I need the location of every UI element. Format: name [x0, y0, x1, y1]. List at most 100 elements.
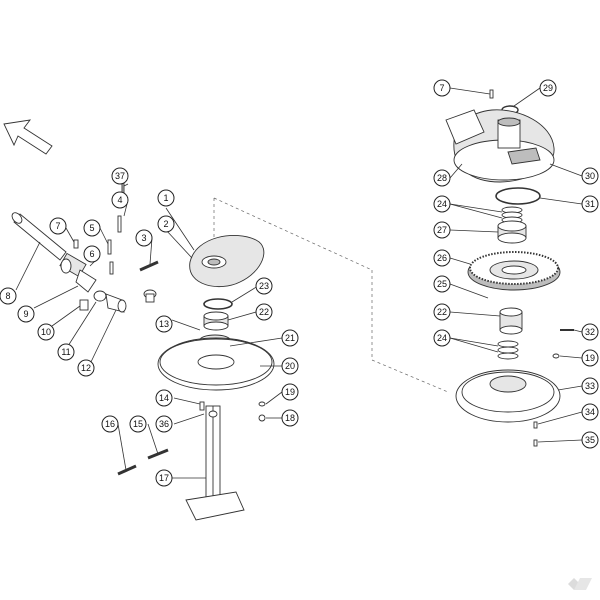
callout-circle — [581, 377, 599, 395]
bevel-gear-part — [467, 251, 561, 291]
callout-22: 22 — [255, 303, 273, 321]
callout-number: 36 — [159, 419, 169, 429]
callout-circle — [433, 169, 451, 187]
callout-circle — [0, 287, 17, 305]
disc-part — [157, 337, 275, 391]
bolt-part — [533, 439, 538, 447]
callout-number: 13 — [159, 319, 169, 329]
callout-30: 30 — [581, 167, 599, 185]
callout-number: 37 — [115, 171, 125, 181]
callout-number: 18 — [285, 413, 295, 423]
callout-number: 26 — [437, 253, 447, 263]
callout-number: 7 — [55, 221, 60, 231]
gearbox-housing-part — [445, 109, 555, 183]
k-logo-icon — [568, 578, 592, 590]
callout-circle — [155, 389, 173, 407]
callout-10: 10 — [37, 323, 55, 341]
callout-circle — [157, 189, 175, 207]
callout-circle — [77, 359, 95, 377]
callout-number: 12 — [81, 363, 91, 373]
callout-1: 1 — [157, 189, 175, 207]
callout-circle — [83, 245, 101, 263]
disc-part — [455, 369, 561, 423]
callout-number: 4 — [117, 195, 122, 205]
callout-number: 31 — [585, 199, 595, 209]
callout-number: 24 — [437, 333, 447, 343]
stand-part — [185, 405, 245, 521]
callout-5: 5 — [83, 219, 101, 237]
bolt-part — [73, 239, 79, 249]
callout-29: 29 — [539, 79, 557, 97]
callout-31: 31 — [581, 195, 599, 213]
callout-circle — [581, 167, 599, 185]
callout-number: 24 — [437, 199, 447, 209]
pin-part — [109, 261, 114, 275]
shim-part — [497, 340, 519, 360]
callout-4: 4 — [111, 191, 129, 209]
callout-28: 28 — [433, 169, 451, 187]
callout-circle — [433, 249, 451, 267]
callout-25: 25 — [433, 275, 451, 293]
callout-circle — [37, 323, 55, 341]
callout-number: 5 — [89, 223, 94, 233]
callout-number: 11 — [61, 347, 70, 357]
right-assembly — [445, 87, 583, 447]
washer-part — [552, 353, 560, 359]
bolt-part — [489, 89, 494, 99]
callout-13: 13 — [155, 315, 173, 333]
callout-18: 18 — [281, 409, 299, 427]
callout-circle — [111, 191, 129, 209]
washer-part — [258, 401, 266, 407]
left-assembly — [11, 181, 449, 521]
callout-number: 1 — [163, 193, 168, 203]
callout-number: 28 — [437, 173, 447, 183]
callout-36: 36 — [155, 415, 173, 433]
callout-number: 3 — [141, 233, 146, 243]
callout-number: 19 — [585, 353, 595, 363]
callout-labels: 1234567891011121314151617181920212223363… — [0, 79, 599, 487]
callout-number: 16 — [105, 419, 115, 429]
callout-7: 7 — [49, 217, 67, 235]
callout-number: 34 — [585, 407, 595, 417]
bolt-part — [533, 421, 538, 429]
callout-22: 22 — [433, 303, 451, 321]
pin-part — [139, 260, 159, 272]
callout-21: 21 — [281, 329, 299, 347]
callout-number: 22 — [437, 307, 447, 317]
callout-circle — [135, 229, 153, 247]
callout-19: 19 — [581, 349, 599, 367]
fitting-part — [93, 290, 127, 313]
callout-circle — [101, 415, 119, 433]
bearing-part — [499, 307, 523, 335]
callout-6: 6 — [83, 245, 101, 263]
callout-circle — [433, 275, 451, 293]
callout-circle — [581, 349, 599, 367]
callout-circle — [83, 219, 101, 237]
callout-circle — [255, 277, 273, 295]
callout-circle — [155, 315, 173, 333]
callout-circle — [433, 79, 451, 97]
bearing-part — [203, 311, 229, 331]
callout-number: 6 — [89, 249, 94, 259]
callout-number: 25 — [437, 279, 447, 289]
callout-number: 15 — [133, 419, 143, 429]
callout-17: 17 — [155, 469, 173, 487]
callout-number: 23 — [259, 281, 269, 291]
bolt-part — [143, 289, 157, 303]
bolt-part — [199, 401, 205, 411]
callout-number: 8 — [5, 291, 10, 301]
callout-circle — [155, 415, 173, 433]
callout-number: 21 — [285, 333, 295, 343]
shaft-part — [11, 212, 67, 261]
callout-8: 8 — [0, 287, 17, 305]
callout-circle — [581, 323, 599, 341]
block-part — [79, 299, 89, 311]
callout-circle — [581, 195, 599, 213]
callout-number: 19 — [285, 387, 295, 397]
callout-7: 7 — [433, 79, 451, 97]
callout-circle — [157, 215, 175, 233]
callout-11: 11 — [57, 343, 75, 361]
callout-circle — [539, 79, 557, 97]
callout-number: 20 — [285, 361, 295, 371]
